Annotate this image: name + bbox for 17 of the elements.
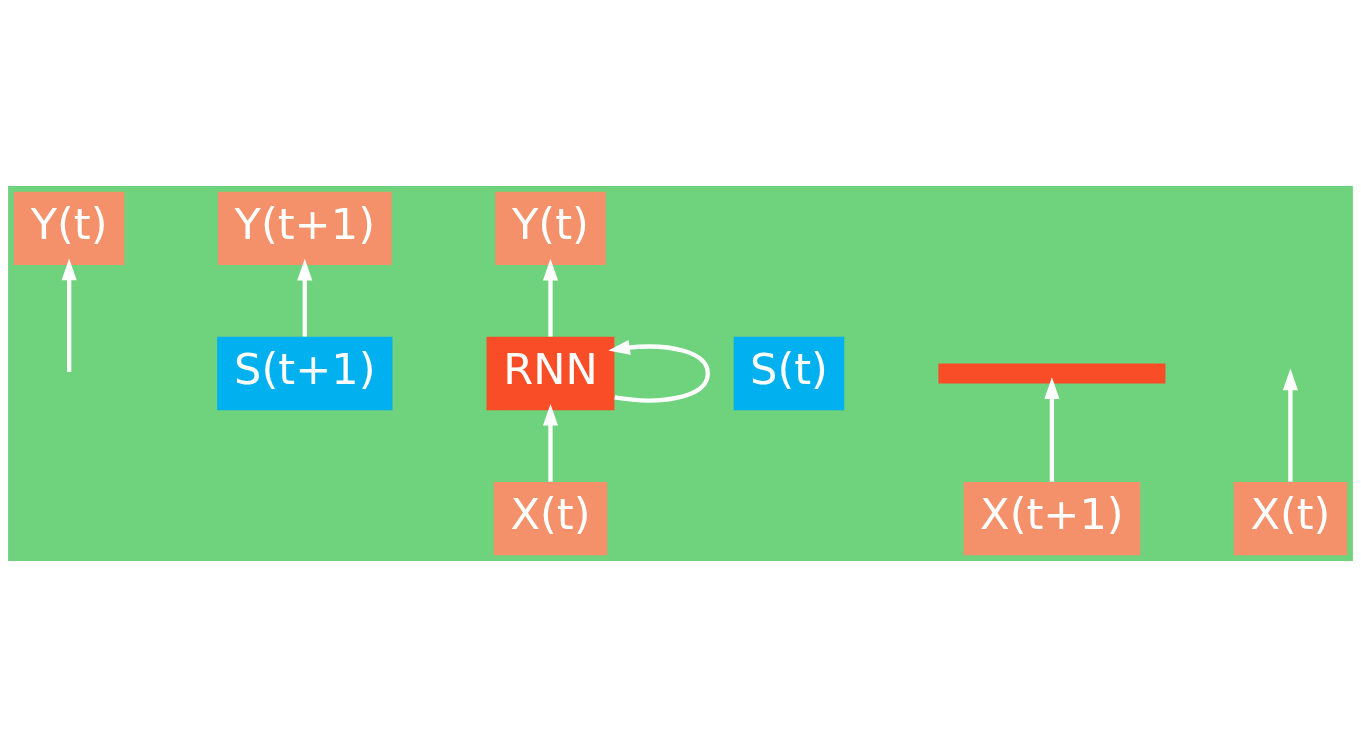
arrow xyxy=(608,339,710,403)
arrow xyxy=(61,258,77,372)
node-box: X(t+1) xyxy=(963,481,1141,555)
arrow xyxy=(297,258,313,337)
node-box: Y(t+1) xyxy=(217,191,392,265)
node-box: X(t) xyxy=(1233,481,1348,555)
node-box: X(t) xyxy=(493,481,608,555)
arrow xyxy=(542,403,559,482)
node-box: S(t) xyxy=(733,336,845,410)
node-box: RNN xyxy=(486,336,615,410)
arrow xyxy=(1282,368,1298,482)
node-bar xyxy=(938,362,1166,384)
node-box: Y(t) xyxy=(495,191,606,265)
node-box: Y(t) xyxy=(13,191,125,265)
arrow xyxy=(1044,376,1060,482)
node-box: S(t+1) xyxy=(217,336,393,410)
arrow xyxy=(542,258,559,337)
